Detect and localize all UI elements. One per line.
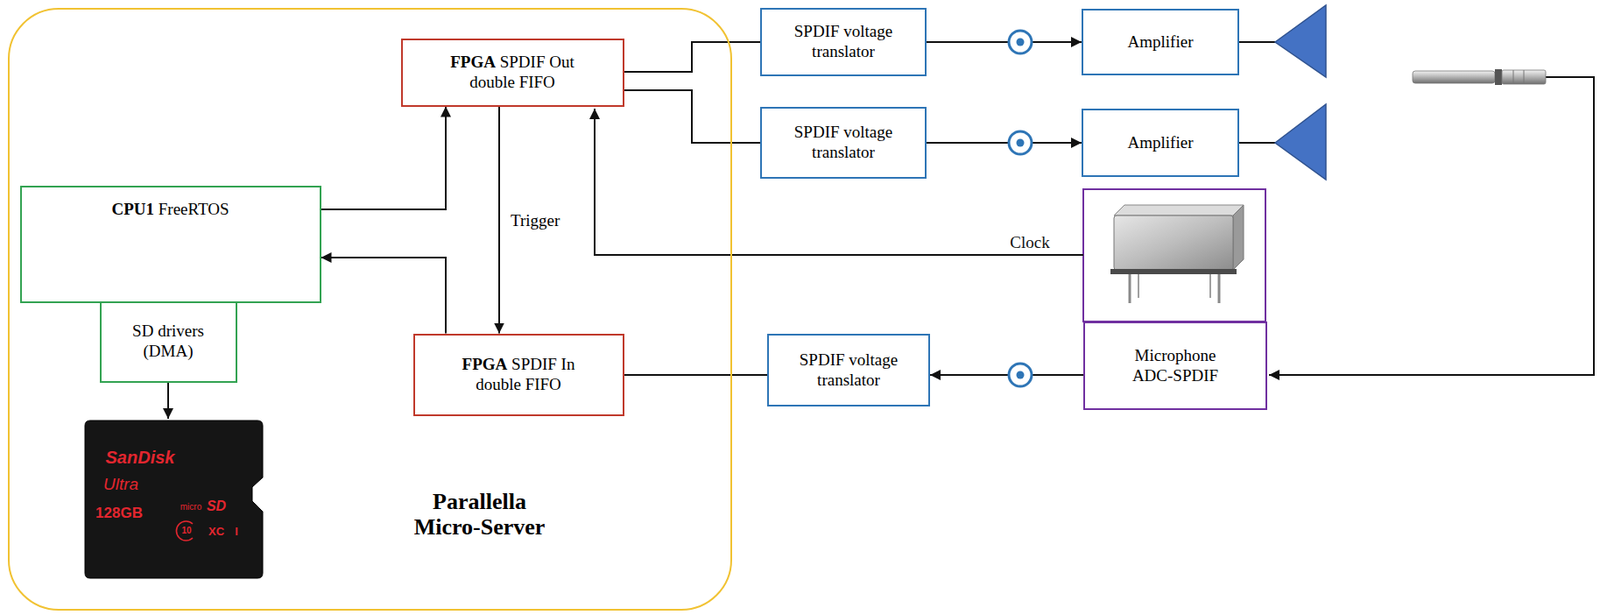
voltage-translator-box: SPDIF voltage translator <box>767 333 931 407</box>
box-text: CPU1 FreeRTOS <box>111 199 229 220</box>
oscillator-can <box>1113 215 1234 270</box>
server-group: FPGA SPDIF Out double FIFO CPU1 FreeRTOS S… <box>7 7 733 611</box>
amplifier-box: Amplifier <box>1081 8 1240 76</box>
sd-card <box>84 420 263 578</box>
box-text: Microphone ADC-SPDIF <box>1118 345 1233 387</box>
voltage-translator-box: SPDIF voltage translator <box>760 106 927 179</box>
brand-label: SanDisk <box>105 448 176 466</box>
voltage-translator-box: SPDIF voltage translator <box>760 7 927 77</box>
box-label: SPDIF voltage translator <box>782 21 905 63</box>
box-text: Amplifier <box>1127 133 1194 154</box>
oscillator-pin <box>1218 274 1221 304</box>
oscillator-base <box>1110 268 1237 275</box>
box-label: SPDIF voltage translator <box>787 350 910 391</box>
connector <box>624 90 762 143</box>
box-label: FPGA SPDIF In double FIFO <box>444 354 593 395</box>
box-text: FPGA SPDIF Out double FIFO <box>437 52 587 93</box>
connector <box>624 42 762 72</box>
oscillator-side <box>1233 204 1244 270</box>
speaker-symbol <box>1275 104 1326 180</box>
speed-class-label: I <box>234 525 239 537</box>
connector <box>926 41 1082 43</box>
connector <box>930 373 1084 376</box>
speaker-symbol <box>1275 5 1326 78</box>
coax-connector <box>1008 363 1032 387</box>
connector <box>321 257 447 334</box>
group-title: Parallella Micro-Server <box>409 488 550 542</box>
amplifier-box: Amplifier <box>1081 108 1240 177</box>
box-label: SPDIF voltage translator <box>782 122 905 163</box>
box-text: SD drivers (DMA) <box>119 321 217 362</box>
oscillator-top <box>1113 204 1244 216</box>
connector <box>926 141 1082 144</box>
box-label: SD drivers (DMA) <box>119 321 217 362</box>
oscillator-pin <box>1209 274 1212 298</box>
box-label: Microphone ADC-SPDIF <box>1118 345 1233 387</box>
fpga-in-box: FPGA SPDIF In double FIFO <box>413 333 625 416</box>
oscillator-pin <box>1137 274 1140 298</box>
box-label: Amplifier <box>1127 32 1194 53</box>
edge-label: Trigger <box>508 211 562 230</box>
class-symbol <box>176 521 193 541</box>
speed-class-label: 10 <box>181 526 191 536</box>
box-text: SPDIF voltage translator <box>787 350 910 391</box>
connector <box>498 106 501 334</box>
box-label: Amplifier <box>1127 133 1194 154</box>
fpga-out-box: FPGA SPDIF Out double FIFO <box>401 38 625 107</box>
group-title: Parallella Micro-Server <box>409 488 550 542</box>
microphone-wire <box>1268 77 1594 375</box>
speaker-wire <box>1239 141 1276 144</box>
coax-connector <box>1008 131 1032 155</box>
product-label: Ultra <box>103 475 139 493</box>
microphone-groove <box>1523 70 1525 85</box>
sd-driver-box: SD drivers (DMA) <box>99 301 238 383</box>
microphone-connector <box>1501 70 1546 85</box>
box-text: SPDIF voltage translator <box>782 122 905 163</box>
connector <box>321 106 447 211</box>
box-label: CPU1 FreeRTOS <box>111 199 229 220</box>
box-text: FPGA SPDIF In double FIFO <box>444 354 593 395</box>
cpu-box: CPU1 FreeRTOS <box>20 185 322 304</box>
format-label: SD <box>206 499 226 514</box>
adc-box: Microphone ADC-SPDIF <box>1083 321 1268 410</box>
signal-label: Clock <box>1009 233 1050 251</box>
box-text: SPDIF voltage translator <box>782 21 905 63</box>
coax-pin <box>1016 371 1025 380</box>
connector <box>624 373 769 376</box>
speaker-wire <box>1239 41 1276 43</box>
coax-pin <box>1016 38 1025 47</box>
capacity-label: 128GB <box>95 505 143 521</box>
box-label: FPGA SPDIF Out double FIFO <box>437 52 587 93</box>
format-label: micro <box>180 502 202 512</box>
coax-connector <box>1008 30 1032 54</box>
microphone-body <box>1412 70 1495 84</box>
dma-arrow <box>167 382 170 419</box>
clock-wire <box>594 108 1084 255</box>
microphone-groove <box>1513 70 1515 85</box>
oscillator-frame <box>1083 189 1266 322</box>
box-text: Amplifier <box>1127 32 1194 53</box>
format-label: XC <box>208 525 225 537</box>
coax-pin <box>1016 139 1025 148</box>
oscillator-pin <box>1128 274 1132 304</box>
microphone-ring <box>1494 69 1502 85</box>
